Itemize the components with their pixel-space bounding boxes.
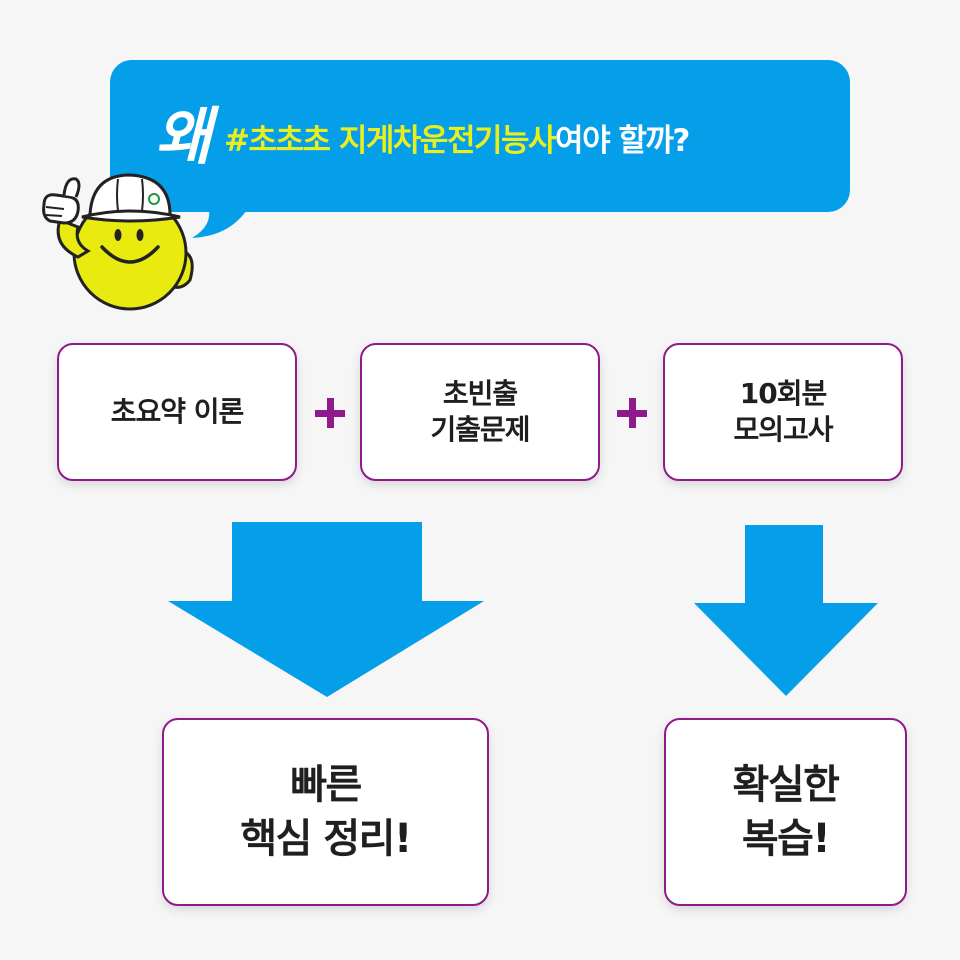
step-box-past-exams: 초빈출 기출문제	[360, 343, 600, 481]
speech-bubble	[110, 60, 850, 212]
result-label: 빠른 핵심 정리!	[240, 762, 412, 862]
step-label: 10회분 모의고사	[733, 376, 833, 446]
down-arrow-icon	[168, 522, 484, 697]
headline-why: 왜	[155, 100, 212, 173]
step-box-mock-tests: 10회분 모의고사	[663, 343, 903, 481]
down-arrow-icon	[694, 525, 878, 696]
headline: 왜 #초초초 지게차운전기능사 여야 할까?	[155, 92, 690, 182]
headline-hashtag: #초초초 지게차운전기능사	[224, 122, 557, 159]
result-label: 확실한 복습!	[732, 762, 840, 862]
result-box-review: 확실한 복습!	[664, 718, 907, 906]
step-box-theory: 초요약 이론	[57, 343, 297, 481]
headline-question: 여야 할까?	[555, 122, 690, 159]
plus-icon	[617, 398, 647, 428]
plus-icon	[315, 398, 345, 428]
result-box-quick-summary: 빠른 핵심 정리!	[162, 718, 489, 906]
step-label: 초빈출 기출문제	[430, 376, 530, 446]
step-label: 초요약 이론	[110, 394, 245, 428]
thumbs-up-mascot-icon	[42, 173, 194, 311]
